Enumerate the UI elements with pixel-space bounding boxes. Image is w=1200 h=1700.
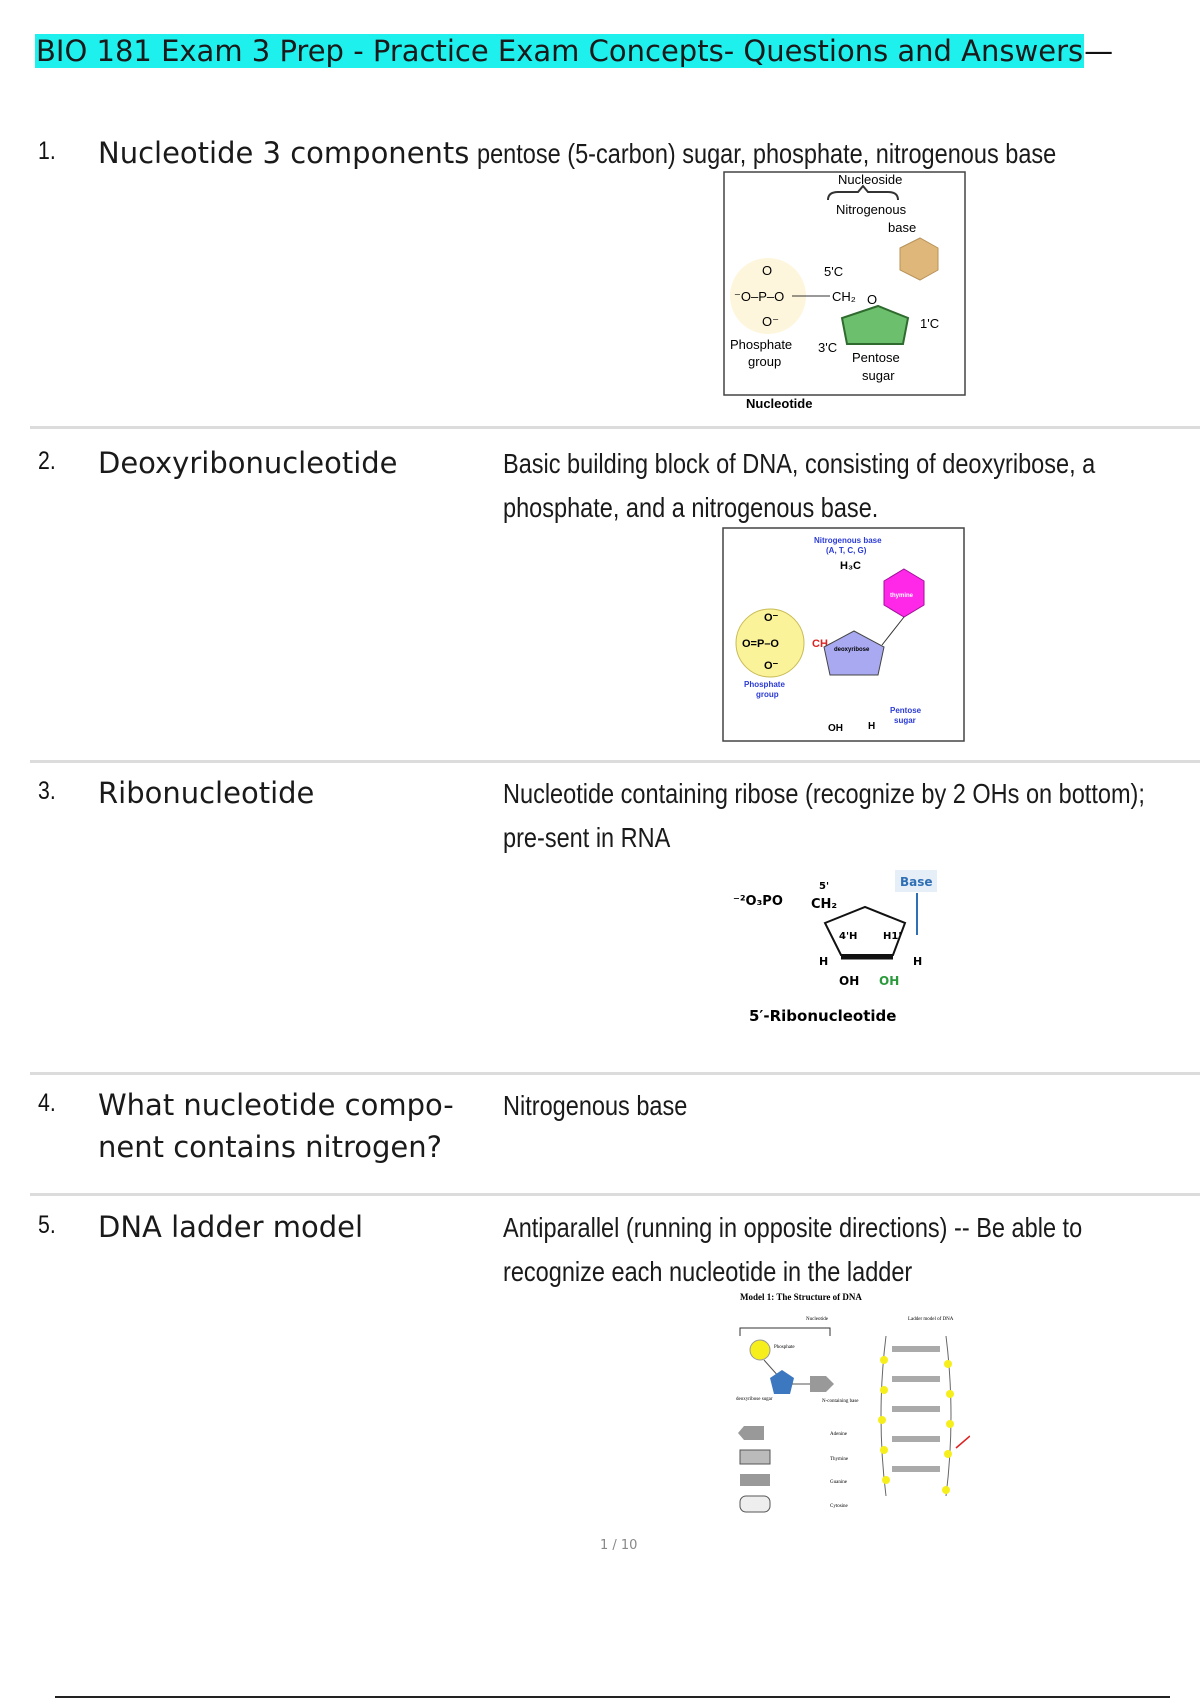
svg-text:3'C: 3'C [818, 340, 837, 355]
svg-text:O⁻: O⁻ [764, 660, 779, 672]
svg-text:O⁻: O⁻ [764, 612, 779, 624]
svg-text:Nitrogenous: Nitrogenous [836, 202, 907, 217]
ribonucleotide-diagram: ⁻²O₃PO CH₂ 5' Base H H 4'H H1' OH OH 5′-Ri… [733, 870, 937, 1025]
svg-text:O⁻: O⁻ [762, 314, 779, 329]
divider [30, 1072, 1200, 1075]
svg-text:OH: OH [828, 723, 843, 734]
svg-text:Pentose: Pentose [890, 706, 922, 715]
svg-text:H: H [913, 955, 922, 968]
svg-text:Ladder model of DNA: Ladder model of DNA [908, 1317, 954, 1322]
page-number: 1 / 10 [600, 1538, 638, 1553]
svg-text:sugar: sugar [862, 368, 895, 383]
svg-text:N-containing base: N-containing base [822, 1399, 859, 1404]
figure-label: Nucleoside [838, 172, 902, 187]
svg-text:base: base [888, 220, 916, 235]
svg-text:Nitrogenous base: Nitrogenous base [814, 536, 882, 545]
svg-text:group: group [748, 354, 781, 369]
svg-text:⁻O–P–O: ⁻O–P–O [734, 289, 784, 304]
nucleotide-diagram: Nucleoside Nitrogenous base O ⁻O–P–O O⁻ 5'C… [723, 171, 966, 411]
svg-text:O: O [867, 292, 877, 307]
svg-text:5′-Ribonucleotide: 5′-Ribonucleotide [749, 1007, 896, 1025]
svg-text:sugar: sugar [894, 716, 916, 725]
svg-text:CH₂: CH₂ [811, 897, 837, 912]
svg-text:Pentose: Pentose [852, 350, 900, 365]
svg-text:H: H [819, 955, 828, 968]
svg-text:5'C: 5'C [824, 264, 843, 279]
svg-text:CH₂: CH₂ [832, 289, 856, 304]
svg-text:Phosphate: Phosphate [744, 680, 785, 689]
svg-text:deoxyribose sugar: deoxyribose sugar [736, 1397, 773, 1402]
svg-text:Cytosine: Cytosine [830, 1504, 849, 1509]
svg-text:4'H: 4'H [839, 931, 857, 942]
svg-text:Phosphate: Phosphate [730, 337, 792, 352]
divider [30, 760, 1200, 763]
svg-text:H₃C: H₃C [840, 560, 861, 572]
divider [30, 1193, 1200, 1196]
svg-text:H: H [868, 721, 875, 732]
svg-text:group: group [756, 690, 779, 699]
svg-text:⁻²O₃PO: ⁻²O₃PO [733, 894, 783, 909]
svg-text:H1': H1' [883, 931, 901, 942]
svg-text:Model 1: The Structure of DNA: Model 1: The Structure of DNA [740, 1292, 862, 1302]
document-title: BIO 181 Exam 3 Prep - Practice Exam Conc… [35, 34, 1114, 68]
svg-text:O: O [762, 263, 772, 278]
dna-ladder-diagram: Model 1: The Structure of DNA Nucleotide… [736, 1292, 970, 1513]
svg-text:Nucleotide: Nucleotide [806, 1317, 829, 1322]
svg-text:Thymine: Thymine [830, 1457, 849, 1462]
svg-text:OH: OH [879, 974, 899, 988]
svg-text:1'C: 1'C [920, 316, 939, 331]
svg-text:Base: Base [900, 875, 933, 889]
svg-text:thymine: thymine [890, 593, 914, 599]
svg-text:Guanine: Guanine [830, 1480, 848, 1485]
svg-text:Phosphate: Phosphate [774, 1345, 795, 1350]
ladder-model [878, 1335, 970, 1497]
svg-text:OH: OH [839, 974, 859, 988]
svg-text:(A, T, C, G): (A, T, C, G) [826, 546, 867, 555]
svg-text:deoxyribose: deoxyribose [834, 647, 870, 653]
divider [30, 426, 1200, 429]
deoxyribonucleotide-diagram: Nitrogenous base(A, T, C, G) H₃C thymine… [722, 527, 965, 742]
svg-text:O=P–O: O=P–O [742, 638, 779, 650]
footer-rule [55, 1696, 1170, 1698]
svg-text:Adenine: Adenine [830, 1432, 848, 1437]
svg-text:5': 5' [819, 881, 829, 892]
svg-text:Nucleotide: Nucleotide [746, 396, 812, 411]
